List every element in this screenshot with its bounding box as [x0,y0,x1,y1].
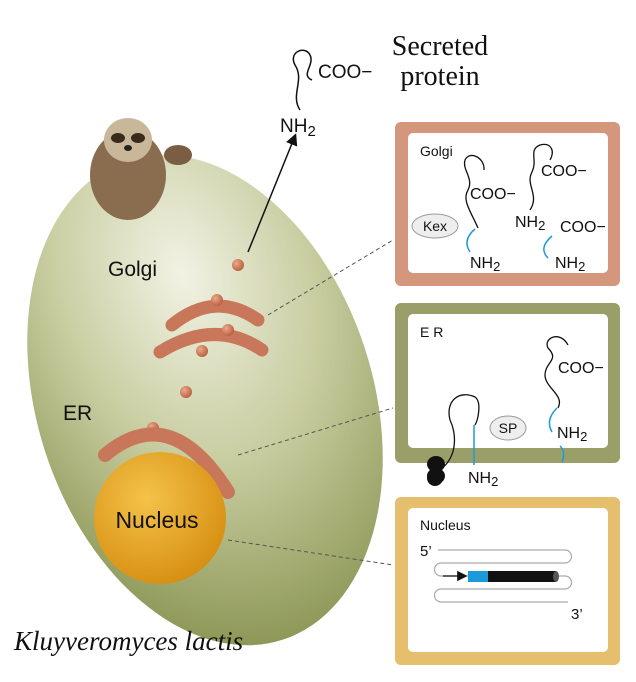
yeast-cell [27,154,383,646]
er-organelle [98,427,235,499]
secreted-protein-chain [292,49,313,111]
five-prime-label: 5’ [420,543,432,560]
secreted-coo-label: COO− [318,62,372,83]
signal-peptide [489,415,527,441]
nucleus-panel: Nucleus 5’ 3’ [395,497,620,665]
er-nh2-2: NH2 [557,425,587,444]
er-coo: COO− [558,360,604,377]
sloth-image [90,118,192,220]
secreted-title-line1: Secreted [392,31,488,62]
er-label: ER [63,402,92,425]
golgi-nh2-1: NH2 [470,255,500,274]
golgi-nh2-3: NH2 [555,255,585,274]
golgi-label: Golgi [108,258,157,281]
secreted-nh2-label: NH2 [280,116,316,140]
er-panel-title: E R [420,324,443,340]
leader-lines [227,239,394,566]
er-panel: E R NH2 SP COO− NH2 [395,303,620,489]
three-prime-label: 3’ [571,606,583,623]
gene-cassette [488,571,556,582]
nucleus-label: Nucleus [115,507,198,533]
golgi-organelle [153,299,269,359]
nucleus-organelle [94,452,226,584]
golgi-coo-2: COO− [541,163,587,180]
golgi-panel: Golgi COO− NH2 Kex COO− NH2 COO− NH2 [395,122,620,286]
signal-sequence-gene [468,571,488,582]
secretion-arrow [247,133,298,253]
golgi-nh2-2: NH2 [515,214,545,233]
sp-label: SP [499,420,518,436]
golgi-coo-1: COO− [470,186,516,203]
kex-label: Kex [423,218,447,234]
kex-protease [411,213,459,239]
organism-title: Kluyveromyces lactis [13,626,243,656]
golgi-coo-3: COO− [560,219,606,236]
secreted-title-line2: protein [400,61,479,92]
nucleus-panel-title: Nucleus [420,517,471,533]
golgi-panel-title: Golgi [420,143,453,159]
er-nh2-1: NH2 [468,470,498,489]
